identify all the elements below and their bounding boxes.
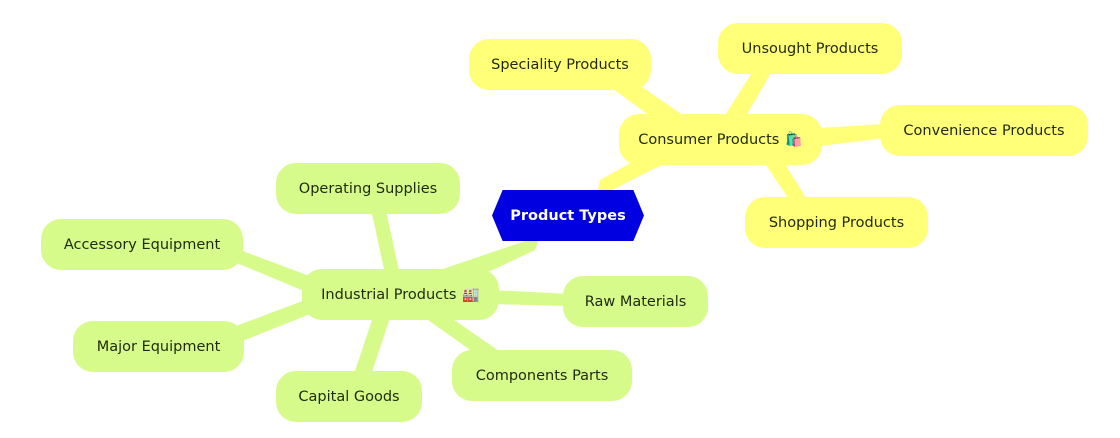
node-accessory-equipment[interactable]: Accessory Equipment [41, 219, 243, 270]
edge-industrial-major [220, 296, 320, 346]
node-components-parts[interactable]: Components Parts [452, 350, 632, 401]
node-convenience-products[interactable]: Convenience Products [880, 105, 1088, 156]
root-node-label: Product Types [510, 207, 626, 224]
node-label: Operating Supplies [298, 180, 438, 197]
node-major-equipment[interactable]: Major Equipment [73, 321, 244, 372]
edge-industrial-capital [352, 308, 392, 384]
edge-industrial-operating [370, 202, 400, 278]
edge-consumer-convenience [820, 124, 885, 146]
edge-industrial-raw [490, 290, 570, 306]
node-capital-goods[interactable]: Capital Goods [276, 371, 422, 422]
edge-consumer-shopping [760, 150, 810, 210]
node-raw-materials[interactable]: Raw Materials [563, 276, 708, 327]
node-speciality-products[interactable]: Speciality Products [469, 39, 651, 90]
root-node[interactable]: Product Types [492, 190, 644, 241]
node-label: Capital Goods [298, 388, 400, 405]
node-label: Industrial Products [321, 286, 457, 303]
node-shopping-products[interactable]: Shopping Products [745, 197, 928, 248]
node-label: Consumer Products [638, 131, 780, 148]
node-label: Major Equipment [96, 338, 221, 355]
node-label: Speciality Products [491, 56, 629, 73]
node-unsought-products[interactable]: Unsought Products [718, 23, 902, 74]
node-operating-supplies[interactable]: Operating Supplies [276, 163, 460, 214]
shopping-bags-icon: 🛍️ [785, 131, 803, 148]
node-industrial-products[interactable]: Industrial Products 🏭 [302, 269, 499, 320]
node-consumer-products[interactable]: Consumer Products 🛍️ [619, 114, 822, 165]
edge-industrial-accessory [220, 244, 320, 296]
node-label: Components Parts [475, 367, 609, 384]
node-label: Convenience Products [903, 122, 1065, 139]
node-label: Raw Materials [584, 293, 687, 310]
node-label: Accessory Equipment [63, 236, 221, 253]
edge-consumer-unsought [722, 60, 775, 126]
node-label: Shopping Products [768, 214, 905, 231]
factory-icon: 🏭 [462, 286, 480, 303]
node-label: Unsought Products [741, 40, 879, 57]
